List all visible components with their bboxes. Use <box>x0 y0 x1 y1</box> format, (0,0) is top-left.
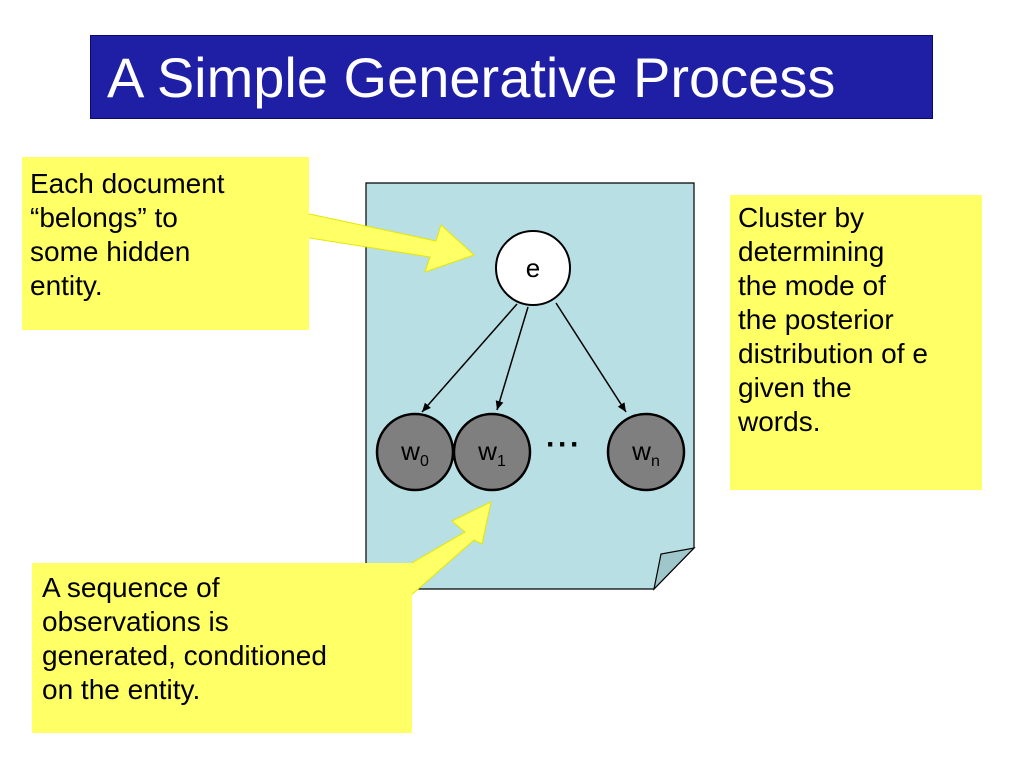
node-label-wn: wn <box>632 436 660 470</box>
observation-node-wn <box>606 412 686 492</box>
node-label-e: e <box>525 253 541 283</box>
edge-e-w1 <box>495 306 529 411</box>
callout-hidden-entity: Each document “belongs” to some hidden e… <box>22 157 309 330</box>
observation-node-w1 <box>452 412 532 492</box>
pointer-arrow-to-observations <box>385 501 492 599</box>
node-label-w0: w0 <box>401 436 429 470</box>
slide-title: A Simple Generative Process <box>107 46 836 109</box>
hidden-entity-node <box>495 230 571 306</box>
pointer-arrow-to-entity <box>296 211 475 273</box>
edge-e-wn <box>555 302 627 413</box>
edge-e-w0 <box>421 303 518 413</box>
callout-clustering: Cluster by determining the mode of the p… <box>730 195 982 490</box>
slide-title-bar: A Simple Generative Process <box>90 35 933 119</box>
ellipsis: ··· <box>546 428 582 461</box>
node-label-w1: w1 <box>478 436 506 470</box>
callout-observation-sequence: A sequence of observations is generated,… <box>32 563 412 733</box>
document-fold <box>653 547 696 591</box>
